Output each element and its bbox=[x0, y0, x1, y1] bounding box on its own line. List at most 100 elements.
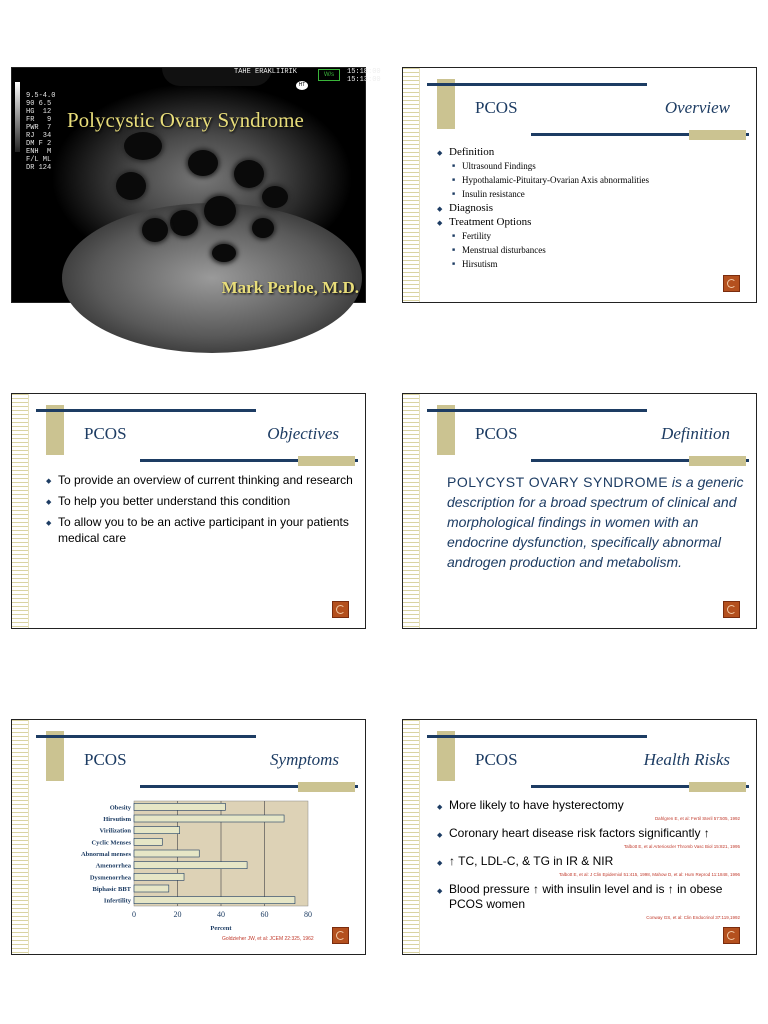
y-tick-label: Amenorrhea bbox=[96, 863, 132, 870]
title-rule-bottom bbox=[531, 785, 749, 788]
title-accent-block bbox=[437, 405, 455, 455]
list-item: To help you better understand this condi… bbox=[46, 493, 356, 511]
slide-objectives: PCOS Objectives To provide an overview o… bbox=[11, 393, 366, 629]
objectives-list: To provide an overview of current thinki… bbox=[46, 472, 356, 551]
follicle bbox=[142, 218, 168, 242]
presentation-title: Polycystic Ovary Syndrome bbox=[67, 108, 304, 132]
slide-margin-pattern bbox=[12, 394, 29, 628]
title-accent-block bbox=[46, 405, 64, 455]
y-tick-label: Dysmenorrhea bbox=[90, 874, 132, 881]
y-tick-label: Obesity bbox=[110, 804, 132, 811]
bar bbox=[133, 884, 170, 893]
y-tick-label: Cyclic Menses bbox=[91, 839, 131, 846]
slide-title-left: PCOS bbox=[84, 750, 127, 769]
title-rule-top bbox=[427, 735, 647, 738]
x-tick-label: 0 bbox=[132, 910, 136, 919]
bar bbox=[133, 826, 180, 834]
title-rule-bottom bbox=[140, 459, 358, 462]
gray-scale-bar bbox=[15, 82, 20, 152]
follicle bbox=[116, 172, 146, 200]
bar bbox=[133, 838, 163, 846]
list-item: To provide an overview of current thinki… bbox=[46, 472, 356, 490]
citation: Talbott E, et al Arterioscler Thromb Vas… bbox=[623, 844, 740, 849]
title-accent-bar bbox=[298, 782, 355, 792]
sub-list-item: Hirsutism bbox=[452, 257, 649, 272]
citation: Dahlgren E, et al: Fertil Steril 57:505,… bbox=[654, 816, 740, 821]
risk-text: Blood pressure ↑ with insulin level and … bbox=[449, 882, 723, 911]
list-item: ↑ TC, LDL-C, & TG in IR & NIR bbox=[437, 854, 747, 882]
ultrasound-time: 15:18:00 15:13:00 bbox=[347, 68, 381, 84]
x-axis-label: Percent bbox=[210, 925, 232, 932]
risk-text: More likely to have hysterectomy bbox=[449, 798, 624, 812]
ultrasound-image bbox=[12, 68, 365, 353]
slide-title-left: PCOS bbox=[475, 98, 518, 117]
slide-margin-pattern bbox=[403, 394, 420, 628]
bar bbox=[133, 873, 185, 881]
ultrasound-parameters: 9.5-4.0 90 6.5 HG 12 FR 9 PWR 7 RJ 34 DM… bbox=[26, 92, 56, 172]
y-tick-label: Biphasic BBT bbox=[93, 886, 132, 893]
health-risks-list: More likely to have hysterectomy Coronar… bbox=[437, 798, 747, 912]
sub-list-item: Fertility bbox=[452, 229, 649, 244]
logo-icon bbox=[332, 927, 349, 944]
citation: Talbott E, et al: J Clin Epidemiol 51:41… bbox=[558, 872, 740, 877]
sub-list-item: Insulin resistance bbox=[452, 187, 649, 202]
list-item: Coronary heart disease risk factors sign… bbox=[437, 826, 747, 854]
y-tick-label: Infertility bbox=[104, 898, 132, 905]
slide-margin-pattern bbox=[403, 68, 420, 302]
y-tick-label: Hirsutism bbox=[103, 816, 131, 823]
title-rule-top bbox=[427, 83, 647, 86]
presentation-author: Mark Perloe, M.D. bbox=[221, 278, 359, 297]
sub-list-item: Hypothalamic-Pituitary-Ovarian Axis abno… bbox=[452, 173, 649, 188]
list-item: Blood pressure ↑ with insulin level and … bbox=[437, 882, 747, 912]
bar bbox=[133, 803, 226, 811]
title-accent-block bbox=[437, 731, 455, 781]
title-accent-block bbox=[437, 79, 455, 129]
overview-list: Definition Ultrasound Findings Hypothala… bbox=[437, 145, 649, 272]
ultrasound-header: TAHE ERAKLIIRIK bbox=[234, 68, 298, 76]
ultrasound-badge: HT bbox=[296, 81, 308, 90]
y-tick-label: Virilization bbox=[99, 828, 131, 835]
probe-field bbox=[162, 68, 272, 86]
follicle bbox=[124, 132, 162, 160]
follicle bbox=[170, 210, 198, 236]
title-accent-bar bbox=[689, 456, 746, 466]
follicle bbox=[234, 160, 264, 188]
definition-term: POLYCYST OVARY SYNDROME bbox=[447, 474, 669, 490]
sub-list-item: Ultrasound Findings bbox=[452, 159, 649, 174]
ovary-echo bbox=[62, 203, 362, 353]
slide-health-risks: PCOS Health Risks More likely to have hy… bbox=[402, 719, 757, 955]
slide-margin-pattern bbox=[403, 720, 420, 954]
follicle bbox=[188, 150, 218, 176]
sub-list-item: Menstrual disturbances bbox=[452, 243, 649, 258]
follicle bbox=[262, 186, 288, 208]
logo-icon bbox=[723, 275, 740, 292]
citation: Conway GS, et al: Clin Endocrinol 37:119… bbox=[646, 915, 740, 920]
slide-title-left: PCOS bbox=[475, 750, 518, 769]
follicle bbox=[212, 244, 236, 262]
logo-icon bbox=[723, 601, 740, 618]
chart-citation: Goldzieher JW, et al: JCEM 22:325, 1962 bbox=[222, 936, 314, 942]
follicle bbox=[252, 218, 274, 238]
definition-body: is a generic description for a broad spe… bbox=[447, 474, 744, 570]
title-rule-bottom bbox=[531, 459, 749, 462]
slide-title-right: Objectives bbox=[267, 424, 339, 443]
title-accent-block bbox=[46, 731, 64, 781]
title-accent-bar bbox=[689, 130, 746, 140]
list-item: Treatment Options bbox=[437, 215, 649, 230]
x-tick-label: 40 bbox=[217, 910, 225, 919]
title-rule-bottom bbox=[531, 133, 749, 136]
logo-icon bbox=[723, 927, 740, 944]
bar bbox=[133, 849, 200, 858]
bar bbox=[133, 814, 285, 823]
slide-title-left: PCOS bbox=[475, 424, 518, 443]
bar bbox=[133, 861, 248, 869]
ultrasound-mode-icon: W/s bbox=[318, 69, 340, 81]
slide-margin-pattern bbox=[12, 720, 29, 954]
risk-text: Coronary heart disease risk factors sign… bbox=[449, 826, 710, 840]
logo-icon bbox=[332, 601, 349, 618]
slide-title-right: Health Risks bbox=[643, 750, 730, 769]
slide-title: 9.5-4.0 90 6.5 HG 12 FR 9 PWR 7 RJ 34 DM… bbox=[11, 67, 381, 353]
slide-overview: PCOS Overview Definition Ultrasound Find… bbox=[402, 67, 757, 303]
